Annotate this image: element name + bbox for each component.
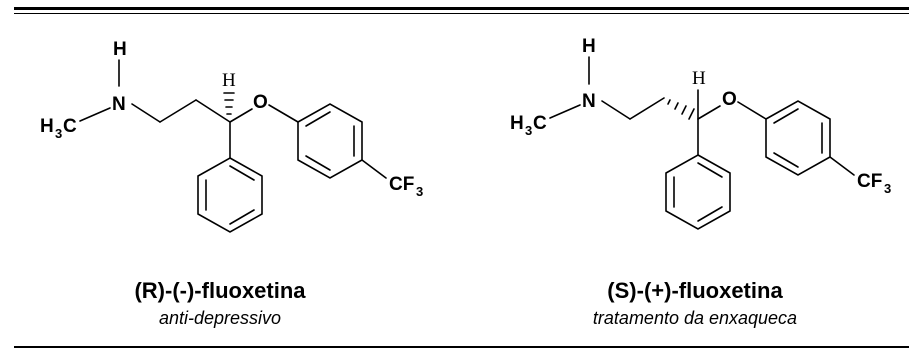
chiral-o-bond bbox=[229, 108, 253, 123]
bottom-rule bbox=[14, 346, 909, 348]
methyl-subscript: 3 bbox=[55, 126, 62, 141]
phenyl-ring bbox=[197, 157, 263, 233]
amine-h-label: H bbox=[113, 39, 127, 60]
top-rule bbox=[14, 7, 909, 10]
aryl-cf3-bond bbox=[361, 159, 387, 179]
o-aryl-bond bbox=[737, 101, 767, 120]
methyl-c-label: C bbox=[533, 113, 547, 134]
oxygen-label: O bbox=[722, 89, 737, 110]
cf3-subscript: 3 bbox=[884, 181, 891, 196]
molecule-name: (R)-(-)-fluoxetina bbox=[134, 278, 306, 303]
ch2-ch2-bond bbox=[629, 97, 665, 120]
aryl-ring bbox=[297, 103, 363, 179]
caption-s: (S)-(+)-fluoxetina tratamento da enxaque… bbox=[545, 278, 845, 329]
nitrogen-label: N bbox=[582, 91, 596, 112]
chiral-h-label: H bbox=[692, 68, 706, 89]
molecule-s: H N H 3 C H O CF 3 bbox=[510, 36, 891, 230]
molecule-use: tratamento da enxaqueca bbox=[592, 308, 798, 328]
methyl-c-label: C bbox=[63, 116, 77, 137]
hashed-wedge bbox=[223, 92, 235, 115]
phenyl-ring bbox=[665, 154, 731, 230]
methyl-subscript: 3 bbox=[525, 123, 532, 138]
aryl-ring bbox=[765, 100, 831, 176]
o-aryl-bond bbox=[268, 104, 299, 123]
molecule-name: (S)-(+)-fluoxetina bbox=[607, 278, 783, 303]
ch2-ch2-bond bbox=[159, 99, 197, 123]
cf3-label: CF bbox=[389, 174, 414, 195]
caption-r: (R)-(-)-fluoxetina anti-depressivo bbox=[100, 278, 340, 329]
n-ch2-bond bbox=[131, 103, 161, 123]
molecule-r: H N H 3 C H O CF 3 bbox=[40, 39, 423, 233]
c-n-bond bbox=[79, 107, 111, 122]
ch2-chiral-bond bbox=[195, 99, 231, 123]
methyl-h-label: H bbox=[40, 116, 54, 137]
top-rule-thin bbox=[14, 13, 909, 14]
oxygen-label: O bbox=[253, 92, 268, 113]
hashed-bond bbox=[667, 99, 695, 120]
c-n-bond bbox=[549, 104, 581, 119]
chiral-h-label: H bbox=[222, 70, 236, 91]
amine-h-label: H bbox=[582, 36, 596, 57]
cf3-label: CF bbox=[857, 171, 882, 192]
cf3-subscript: 3 bbox=[416, 184, 423, 199]
aryl-cf3-bond bbox=[829, 156, 855, 176]
chiral-o-bond bbox=[697, 105, 721, 120]
n-ch2-bond bbox=[601, 100, 631, 120]
methyl-h-label: H bbox=[510, 113, 524, 134]
molecule-use: anti-depressivo bbox=[158, 308, 282, 328]
nitrogen-label: N bbox=[112, 94, 126, 115]
